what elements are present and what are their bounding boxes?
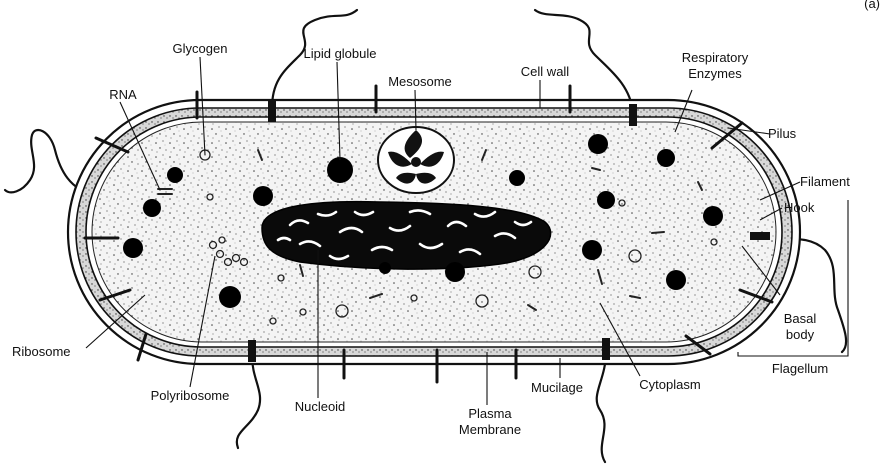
plasma-membrane-label-line1: Plasma — [440, 406, 540, 421]
cell-wall-label: Cell wall — [505, 64, 585, 79]
corner-label: (a) — [840, 0, 880, 11]
mucilage-label: Mucilage — [507, 380, 607, 395]
glycogen-label: Glycogen — [150, 41, 250, 56]
rna-label: RNA — [98, 87, 148, 102]
ribosome-label: Ribosome — [12, 344, 71, 359]
pilus-label: Pilus — [768, 126, 796, 141]
hook-label: Hook — [784, 200, 814, 215]
flagellum-top-right — [535, 10, 633, 112]
nucleoid — [262, 202, 551, 269]
mesosome — [378, 127, 454, 193]
plasma-membrane-label-line2: Membrane — [440, 422, 540, 437]
filament-label: Filament — [800, 174, 850, 189]
basal-body-label-line1: Basal — [765, 311, 835, 326]
cytoplasm-label: Cytoplasm — [620, 377, 720, 392]
polyribosome-label: Polyribosome — [125, 388, 255, 403]
respiratory-enzymes-label-line2: Enzymes — [660, 66, 770, 81]
mesosome-label: Mesosome — [375, 74, 465, 89]
flagellum-bottom-right — [597, 352, 606, 462]
lipid-globule-label: Lipid globule — [295, 46, 385, 61]
flagellum-label: Flagellum — [745, 361, 855, 376]
nucleoid-label: Nucleoid — [275, 399, 365, 414]
basal-body-label-line2: body — [765, 327, 835, 342]
respiratory-enzymes-label-line1: Respiratory — [660, 50, 770, 65]
